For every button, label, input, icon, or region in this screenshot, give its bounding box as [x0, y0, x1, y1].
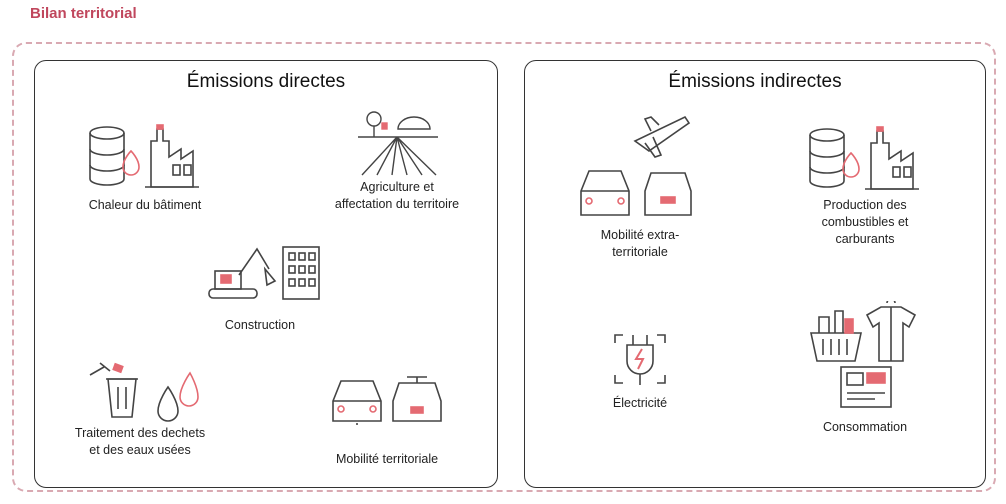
shopping-clothes-icon — [810, 301, 917, 408]
item-agriculture: Agriculture et affectation du territoire — [307, 107, 487, 213]
page-title: Bilan territorial — [30, 5, 137, 22]
item-territorial-mobility: Mobilité territoriale — [307, 371, 467, 468]
agriculture-field-icon — [358, 111, 438, 176]
item-label: Électricité — [612, 396, 668, 410]
territorial-frame — [12, 42, 996, 492]
electric-plug-icon — [614, 334, 666, 385]
item-label: Mobilité extra- territoriale — [600, 228, 680, 259]
item-label: Agriculture et affectation du territoire — [334, 180, 460, 211]
fuel-barrel-factory-icon — [809, 126, 919, 190]
direct-emissions-title: Émissions directes — [186, 71, 346, 92]
item-construction: Construction — [185, 239, 335, 334]
item-extra-territorial-mobility: Mobilité extra- territoriale — [565, 111, 715, 261]
item-building-heat: Chaleur du bâtiment — [75, 121, 215, 214]
car-vehicles-icon — [332, 376, 442, 427]
plane-car-icon — [580, 115, 692, 216]
item-label: Traitement des dechets et des eaux usées — [74, 426, 206, 457]
item-fuel-production: Production des combustibles et carburant… — [790, 123, 940, 248]
item-label: Consommation — [822, 420, 908, 434]
waste-water-icon — [89, 362, 199, 422]
fuel-barrel-factory-icon — [89, 124, 199, 188]
direct-emissions-panel: Émissions directes Chaleur du bâtiment A… — [34, 60, 498, 488]
indirect-emissions-panel: Émissions indirectes Mobilité extra- ter… — [524, 60, 986, 488]
item-label: Construction — [224, 318, 296, 332]
item-waste-water: Traitement des dechets et des eaux usées — [55, 361, 225, 459]
indirect-emissions-title: Émissions indirectes — [668, 71, 842, 92]
item-label: Chaleur du bâtiment — [88, 198, 202, 212]
item-electricity: Électricité — [585, 329, 695, 412]
item-consumption: Consommation — [795, 301, 935, 436]
item-label: Production des combustibles et carburant… — [821, 198, 909, 246]
excavator-building-icon — [208, 246, 320, 300]
item-label: Mobilité territoriale — [335, 452, 439, 466]
